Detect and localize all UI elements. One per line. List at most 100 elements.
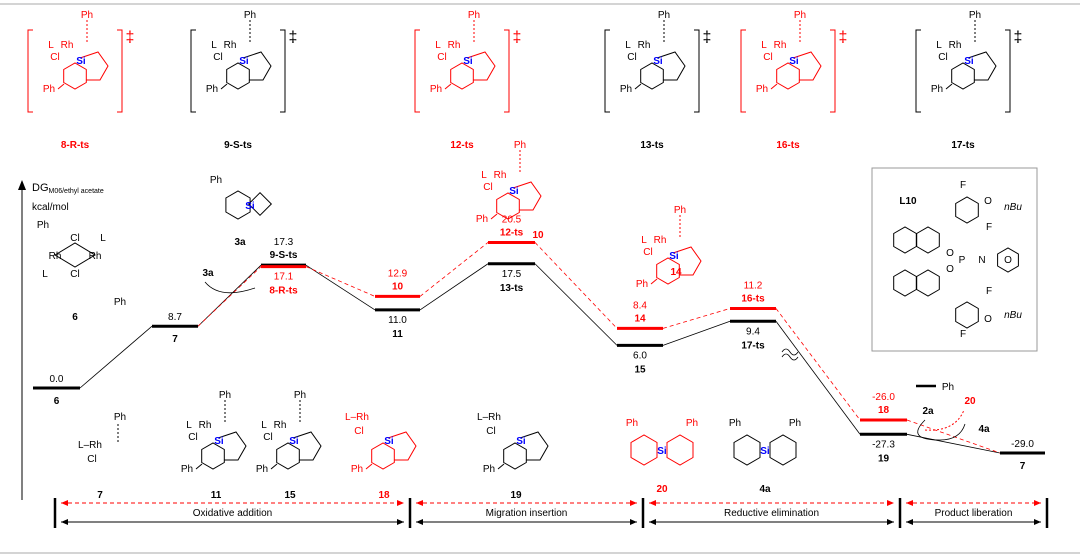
y-axis: DGM06/ethyl acetate kcal/mol bbox=[18, 180, 104, 500]
state-label: 12-ts bbox=[500, 227, 524, 238]
atom-rh: Rh bbox=[654, 235, 667, 246]
axis-label-main: DG bbox=[32, 182, 49, 194]
structures: SiRhLClPhPh‡8-R-tsSiRhLClPhPh‡9-S-tsSiRh… bbox=[27, 10, 1038, 501]
atom-ph: Ph bbox=[658, 10, 670, 21]
atom-cl: Cl bbox=[483, 182, 492, 193]
reagent-2a-label: 2a bbox=[922, 406, 934, 417]
atom-o: O bbox=[984, 196, 992, 207]
state-label: 11 bbox=[392, 329, 403, 340]
red-dashed-connector bbox=[305, 266, 376, 297]
structure-label: 14 bbox=[670, 267, 682, 278]
arrowhead-icon bbox=[1034, 519, 1041, 525]
energy-value: 17.5 bbox=[502, 269, 522, 280]
atom-ph: Ph bbox=[620, 84, 632, 95]
atom-cl: Cl bbox=[263, 432, 272, 443]
bracket-right bbox=[280, 29, 286, 113]
red-dashed-connector bbox=[775, 308, 861, 421]
atom-l: L bbox=[936, 40, 942, 51]
ring-icon bbox=[292, 431, 322, 461]
arrowhead-icon bbox=[61, 500, 68, 506]
state-label: 7 bbox=[1020, 461, 1026, 472]
atom-l: L bbox=[481, 170, 487, 181]
energy-value: -27.3 bbox=[872, 439, 895, 450]
ring-icon bbox=[640, 62, 664, 90]
red-dashed-connector bbox=[419, 242, 489, 297]
bracket-left bbox=[414, 29, 420, 113]
ring-icon bbox=[466, 51, 496, 81]
energy-value: 11.2 bbox=[744, 280, 763, 291]
bracket-left bbox=[190, 29, 196, 113]
y-axis-label: DGM06/ethyl acetate bbox=[32, 182, 104, 195]
atom-f: F bbox=[986, 222, 992, 233]
atom-rh: L–Rh bbox=[345, 412, 369, 423]
atom-ph: Ph bbox=[114, 297, 126, 308]
atom-ph: Ph bbox=[476, 214, 488, 225]
state-label: 18 bbox=[878, 405, 890, 416]
state-label: 10 bbox=[392, 281, 404, 292]
atom-ph: Ph bbox=[468, 10, 480, 21]
energy-value: 11.0 bbox=[388, 315, 407, 326]
ring-icon bbox=[997, 247, 1019, 273]
ring-icon bbox=[776, 62, 800, 90]
energy-value: 8.7 bbox=[168, 312, 182, 323]
atom-cl: Cl bbox=[354, 426, 363, 437]
state-label: 9-S-ts bbox=[270, 250, 298, 261]
atom-si: Si bbox=[463, 56, 473, 67]
atom-rh: Rh bbox=[89, 251, 102, 262]
arrowhead-icon bbox=[397, 500, 404, 506]
ligand-label: L10 bbox=[899, 196, 917, 207]
bond bbox=[365, 463, 373, 470]
bracket-left bbox=[604, 29, 610, 113]
atom-l: L bbox=[42, 269, 48, 280]
atom-p: P bbox=[959, 255, 966, 266]
atom-si: Si bbox=[245, 201, 255, 212]
ring-icon bbox=[769, 434, 797, 466]
phase-label-bg bbox=[711, 506, 832, 519]
atom-ph: Ph bbox=[210, 175, 222, 186]
atom-l: L bbox=[435, 40, 441, 51]
bracket-left bbox=[740, 29, 746, 113]
ring-icon bbox=[733, 434, 761, 466]
ring-icon bbox=[656, 257, 680, 285]
arrowhead-icon bbox=[416, 500, 423, 506]
arrowhead-icon bbox=[906, 500, 913, 506]
structure-label: 10 bbox=[532, 230, 544, 241]
atom-rh: Rh bbox=[199, 420, 212, 431]
atom-ph: Ph bbox=[37, 220, 49, 231]
atom-si: Si bbox=[653, 56, 663, 67]
ring-icon bbox=[792, 51, 822, 81]
bond bbox=[497, 463, 505, 470]
structure-label: 3a bbox=[234, 237, 246, 248]
atom-si: Si bbox=[669, 251, 679, 262]
state-label: 17-ts bbox=[741, 340, 765, 351]
energy-value: 20.5 bbox=[502, 214, 522, 225]
phase-label: Product liberation bbox=[935, 508, 1013, 519]
arrowhead-icon bbox=[630, 500, 637, 506]
energy-value: 17.3 bbox=[274, 237, 294, 248]
group-nbu: nBu bbox=[1004, 202, 1022, 213]
structure-label: 15 bbox=[284, 490, 296, 501]
atom-rh: Rh bbox=[949, 40, 962, 51]
bond bbox=[634, 83, 642, 90]
state-label: 15 bbox=[634, 364, 646, 375]
ring-icon bbox=[79, 51, 109, 81]
ring-icon bbox=[955, 196, 979, 224]
ring-icon bbox=[201, 442, 225, 470]
energy-value: 9.4 bbox=[746, 326, 760, 337]
atom-f: F bbox=[960, 180, 966, 191]
ring-icon bbox=[371, 442, 395, 470]
atom-ph: Ph bbox=[244, 10, 256, 21]
atom-ph: Ph bbox=[686, 418, 698, 429]
red-dashed-connector bbox=[662, 308, 731, 329]
bracket-right bbox=[694, 29, 700, 113]
